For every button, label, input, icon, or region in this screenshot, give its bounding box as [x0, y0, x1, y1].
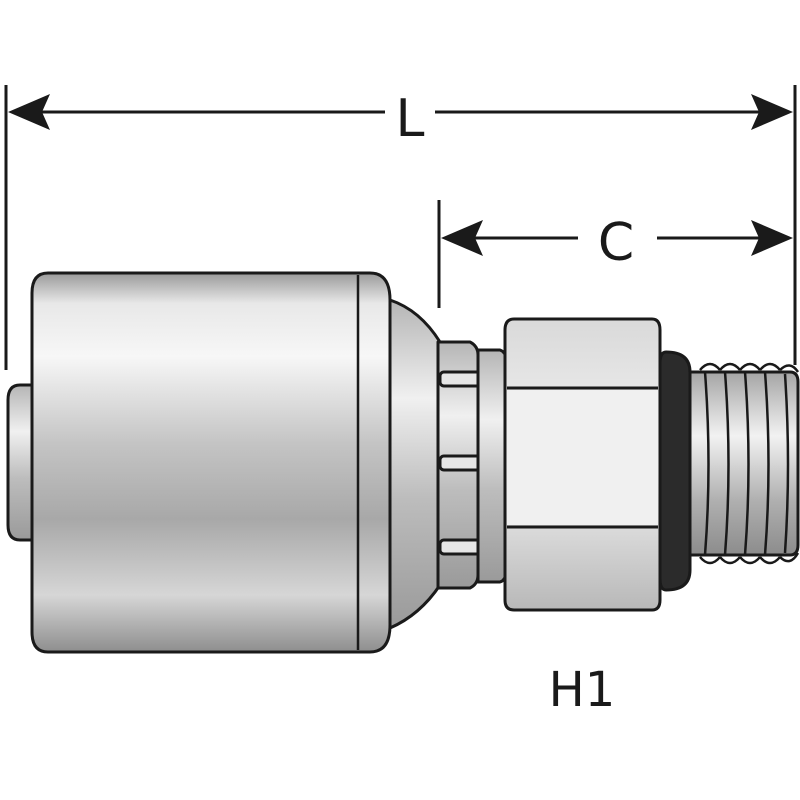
thread-body [688, 370, 800, 557]
dimension-l: L [4, 85, 797, 370]
hose-fitting [6, 271, 800, 654]
o-ring [658, 350, 692, 592]
dimension-label-l: L [396, 89, 425, 149]
arrowhead-l-right [751, 94, 793, 130]
arrowhead-c-left [441, 220, 483, 256]
dimension-label-c: C [598, 213, 634, 273]
arrowhead-c-right [751, 220, 793, 256]
hex-face-center [507, 390, 658, 525]
nipple-neck [476, 348, 508, 584]
ferrule-taper [388, 298, 442, 630]
ferrule-shell [30, 271, 392, 654]
thread-crests [699, 362, 800, 565]
hex-size-label: H1 [549, 662, 616, 718]
dimension-c: C [437, 200, 793, 308]
arrowhead-l-left [8, 94, 50, 130]
